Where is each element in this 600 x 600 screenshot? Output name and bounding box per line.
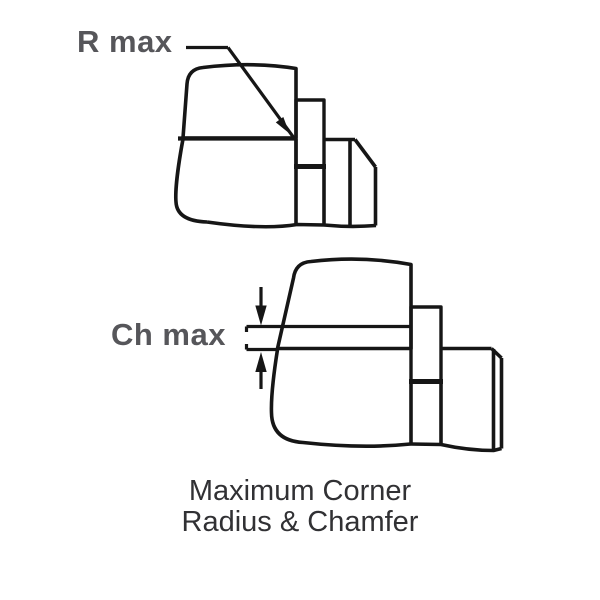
- flange-section-top: [294, 98, 326, 169]
- chamfer-label: Ch max: [111, 317, 226, 352]
- radius-figure: [174, 45, 378, 229]
- shaft-outline-top: [174, 137, 378, 229]
- caption-line-1: Maximum Corner: [188, 475, 412, 507]
- shaft-outline-bottom: [269, 346, 504, 453]
- chamfer-dimension-lines: [244, 324, 412, 352]
- radius-leader-line: [186, 45, 296, 139]
- caption: Maximum Corner Radius & Chamfer: [0, 476, 600, 538]
- chamfer-figure: [244, 257, 504, 453]
- bearing-ring-section-top: [181, 62, 298, 140]
- caption-line-2: Radius & Chamfer: [181, 506, 419, 538]
- shaft-chamfer-edge-top: [353, 138, 377, 169]
- radius-label: R max: [77, 24, 173, 59]
- chamfer-dim-arrow-up: [255, 352, 267, 389]
- chamfer-dim-arrow-down: [255, 287, 267, 326]
- shaft-chamfer-edge-bottom: [490, 347, 503, 360]
- radius-arrowhead: [275, 117, 290, 134]
- bearing-ring-section-bottom: [275, 257, 413, 351]
- flange-section-bottom: [409, 305, 443, 384]
